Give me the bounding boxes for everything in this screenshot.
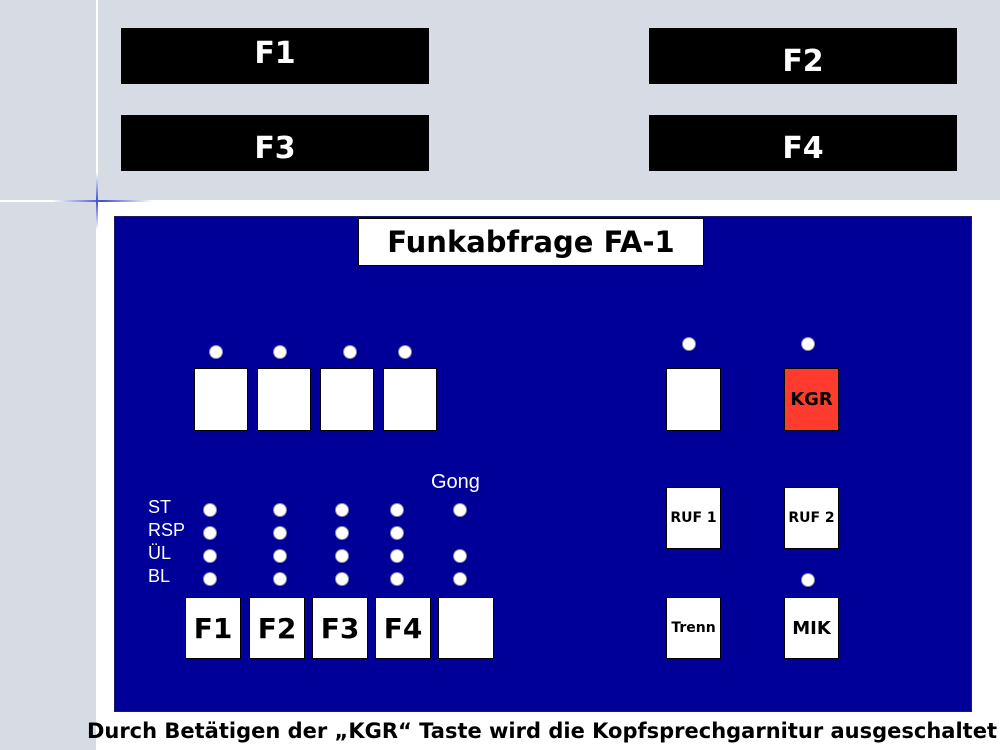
- gong-label: Gong: [431, 471, 480, 493]
- led-indicator: [398, 345, 412, 359]
- f1-key[interactable]: F1: [185, 597, 241, 659]
- f4-key[interactable]: F4: [375, 597, 431, 659]
- blank-key-4[interactable]: [383, 368, 437, 431]
- mik-key[interactable]: MIK: [784, 597, 839, 659]
- sparkle-decoration-vertical: [96, 172, 98, 230]
- f1-bar-label: F1: [254, 36, 296, 71]
- led-indicator: [335, 503, 349, 517]
- led-indicator: [203, 526, 217, 540]
- led-indicator: [203, 572, 217, 586]
- f3-bar[interactable]: F3: [121, 115, 429, 171]
- blank-key-1[interactable]: [194, 368, 248, 431]
- kgr-led: [801, 337, 815, 351]
- divider-line-vertical: [96, 0, 98, 750]
- gong-led: [453, 503, 467, 517]
- led-indicator: [682, 337, 696, 351]
- status-label-ul: ÜL: [148, 543, 172, 563]
- led-indicator: [273, 549, 287, 563]
- led-indicator: [390, 549, 404, 563]
- f2-bar-label: F2: [782, 44, 824, 79]
- led-indicator: [273, 526, 287, 540]
- sparkle-decoration: [52, 200, 152, 202]
- mik-led: [801, 573, 815, 587]
- ruf1-key[interactable]: RUF 1: [666, 487, 721, 549]
- led-indicator: [203, 549, 217, 563]
- led-indicator: [335, 526, 349, 540]
- f2-bar[interactable]: F2: [649, 28, 957, 84]
- led-indicator: [390, 526, 404, 540]
- led-indicator: [335, 549, 349, 563]
- led-indicator: [390, 503, 404, 517]
- control-panel: Funkabfrage FA-1 ST RSP ÜL BL Gong F1 F2…: [114, 216, 972, 712]
- status-label-st: ST: [148, 497, 172, 517]
- f1-bar[interactable]: F1: [121, 28, 429, 84]
- f4-bar-label: F4: [782, 131, 824, 166]
- caption-text: Durch Betätigen der „KGR“ Taste wird die…: [86, 719, 997, 743]
- led-indicator: [335, 572, 349, 586]
- ruf2-key[interactable]: RUF 2: [784, 487, 839, 549]
- led-indicator: [453, 572, 467, 586]
- blank-key-right[interactable]: [666, 368, 721, 431]
- led-indicator: [209, 345, 223, 359]
- f2-key[interactable]: F2: [249, 597, 305, 659]
- f4-bar[interactable]: F4: [649, 115, 957, 171]
- trenn-key[interactable]: Trenn: [666, 597, 721, 659]
- led-indicator: [273, 503, 287, 517]
- f3-key[interactable]: F3: [312, 597, 368, 659]
- led-indicator: [273, 345, 287, 359]
- kgr-key[interactable]: KGR: [784, 368, 839, 431]
- led-indicator: [343, 345, 357, 359]
- status-label-bl: BL: [148, 566, 171, 586]
- gong-key[interactable]: [438, 597, 494, 659]
- status-label-rsp: RSP: [148, 520, 186, 540]
- blank-key-2[interactable]: [257, 368, 311, 431]
- led-indicator: [273, 572, 287, 586]
- panel-title: Funkabfrage FA-1: [358, 218, 704, 266]
- background-band-left: [0, 200, 97, 750]
- divider-line: [0, 200, 1000, 202]
- f3-bar-label: F3: [254, 131, 296, 166]
- led-indicator: [390, 572, 404, 586]
- led-indicator: [453, 549, 467, 563]
- blank-key-3[interactable]: [320, 368, 374, 431]
- led-indicator: [203, 503, 217, 517]
